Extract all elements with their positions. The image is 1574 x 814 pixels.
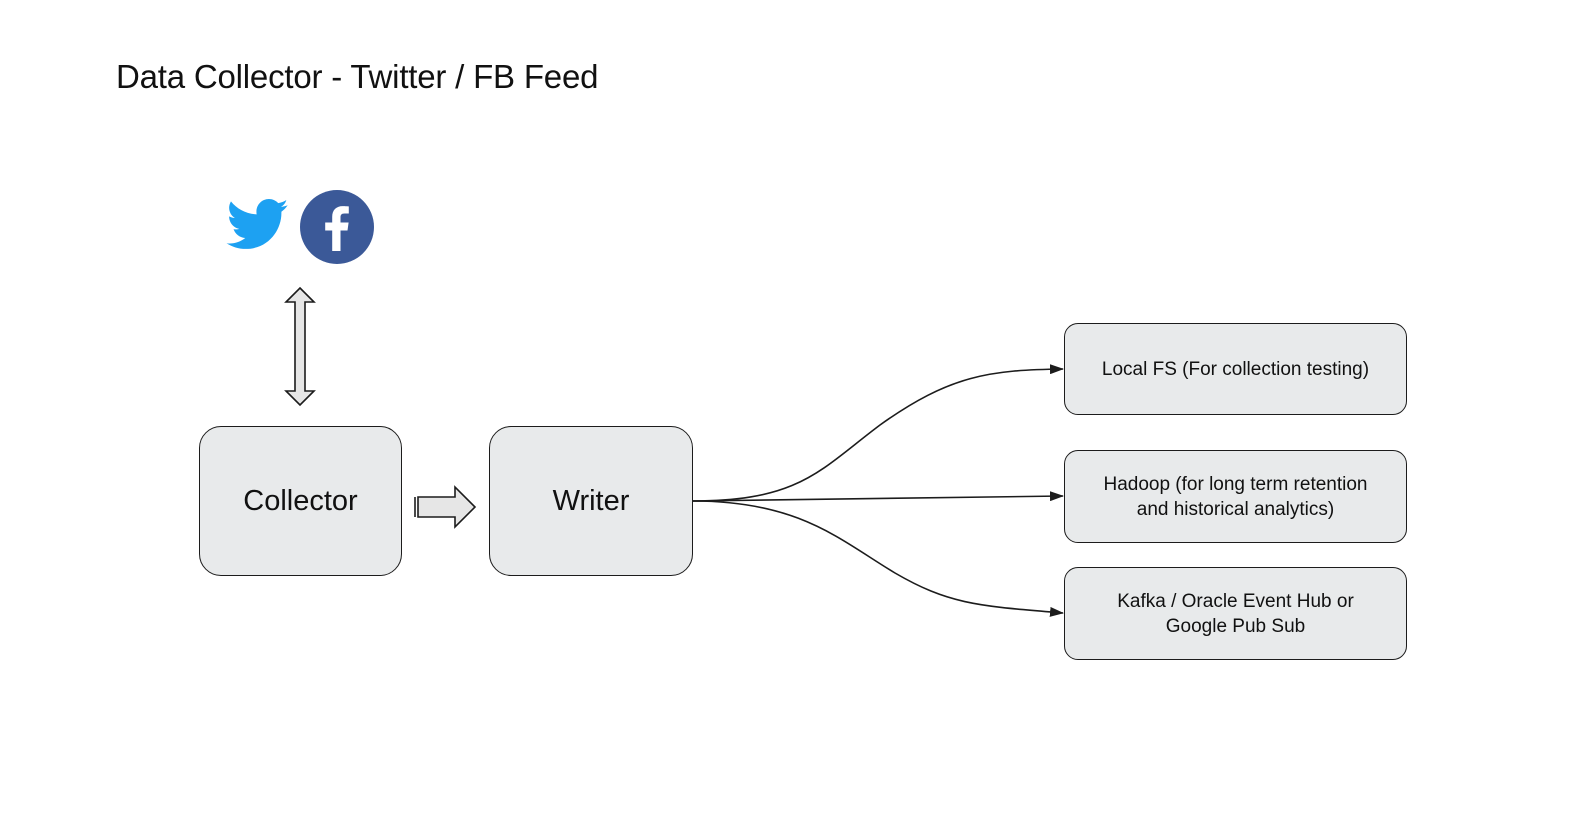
collector-to-writer-arrow	[414, 485, 477, 529]
writer-to-kafka-connector	[692, 500, 1064, 617]
hadoop-node: Hadoop (for long term retention and hist…	[1064, 450, 1407, 543]
local-fs-node: Local FS (For collection testing)	[1064, 323, 1407, 415]
hadoop-label: Hadoop (for long term retention and hist…	[1103, 473, 1368, 520]
kafka-label: Kafka / Oracle Event Hub or Google Pub S…	[1117, 590, 1354, 637]
local-fs-label: Local FS (For collection testing)	[1101, 358, 1370, 380]
facebook-icon	[300, 190, 374, 264]
writer-to-hadoop-connector	[692, 491, 1064, 502]
bidirectional-arrow	[284, 286, 316, 407]
writer-to-local-fs-connector	[692, 364, 1064, 502]
twitter-bird-icon	[226, 199, 289, 249]
page-title: Data Collector - Twitter / FB Feed	[116, 58, 599, 95]
writer-node: Writer	[489, 426, 693, 576]
collector-node: Collector	[199, 426, 402, 576]
collector-label: Collector	[243, 484, 358, 517]
writer-label: Writer	[552, 484, 630, 517]
kafka-node: Kafka / Oracle Event Hub or Google Pub S…	[1064, 567, 1407, 660]
